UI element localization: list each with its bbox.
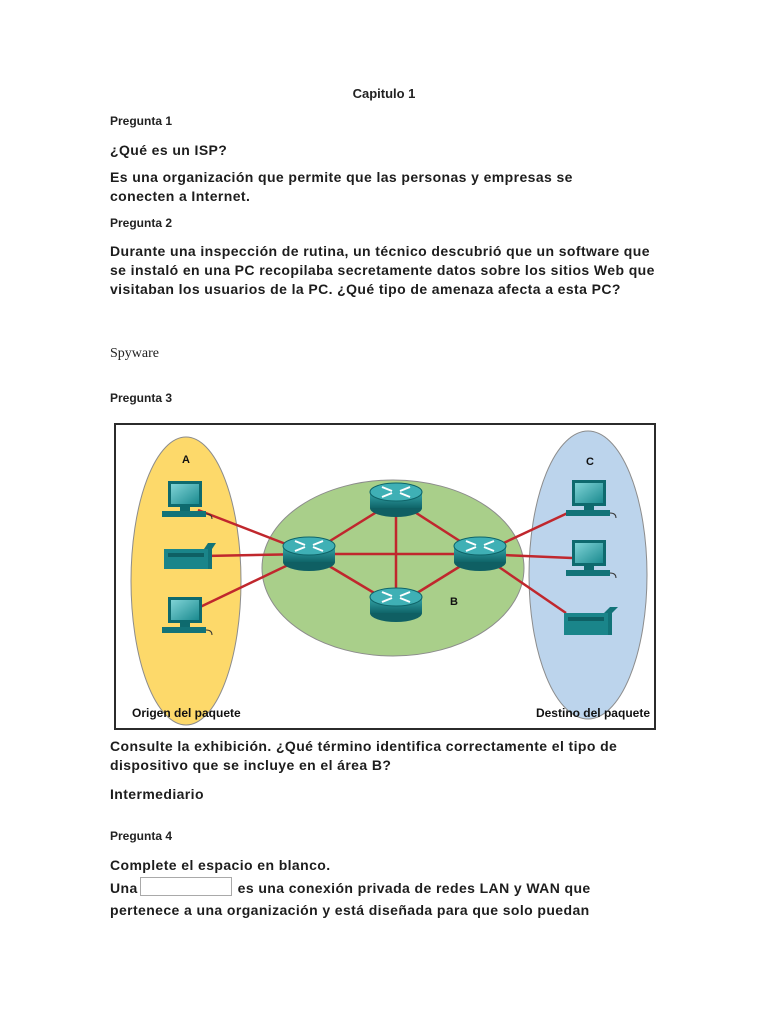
text-before-blank: Una bbox=[110, 880, 138, 896]
caption-origin: Origen del paquete bbox=[132, 706, 241, 720]
question-2-answer: Spyware bbox=[110, 346, 159, 361]
printer-icon bbox=[164, 543, 216, 569]
question-3-answer: Intermediario bbox=[110, 786, 204, 802]
question-3-text: Consulte la exhibición. ¿Qué término ide… bbox=[110, 738, 618, 773]
desktop-computer-icon bbox=[566, 540, 617, 579]
router-icon bbox=[282, 536, 336, 571]
core-zone bbox=[261, 479, 525, 657]
router-icon bbox=[369, 482, 423, 517]
question-1-answer: Es una organización que permite que las … bbox=[110, 169, 573, 204]
network-diagram-figure: A B C Origen del paquete Destino del paq… bbox=[114, 423, 656, 730]
desktop-computer-icon bbox=[162, 597, 213, 636]
question-4-sentence: Una es una conexión privada de redes LAN … bbox=[110, 877, 710, 896]
question-1-label: Pregunta 1 bbox=[110, 114, 173, 128]
caption-destination: Destino del paquete bbox=[536, 706, 650, 720]
question-3-label: Pregunta 3 bbox=[110, 391, 173, 405]
router-icon bbox=[453, 536, 507, 571]
printer-icon bbox=[564, 607, 618, 635]
area-a-label: A bbox=[182, 454, 190, 466]
chapter-title: Capitulo 1 bbox=[352, 86, 416, 101]
question-4-instruction: Complete el espacio en blanco. bbox=[110, 857, 331, 873]
router-icon bbox=[369, 587, 423, 622]
network-diagram: A B C Origen del paquete Destino del paq… bbox=[130, 430, 650, 726]
question-1-text: ¿Qué es un ISP? bbox=[110, 142, 228, 158]
fill-in-blank-input[interactable] bbox=[139, 877, 232, 896]
desktop-computer-icon bbox=[162, 481, 213, 520]
question-2-text: Durante una inspección de rutina, un téc… bbox=[110, 243, 655, 297]
desktop-computer-icon bbox=[566, 480, 617, 519]
question-4-sentence-line2: pertenece a una organización y está dise… bbox=[110, 902, 590, 918]
text-after-blank: es una conexión privada de redes LAN y W… bbox=[237, 880, 591, 896]
area-b-label: B bbox=[450, 596, 458, 608]
question-2-label: Pregunta 2 bbox=[110, 216, 173, 230]
origin-zone bbox=[130, 436, 242, 726]
area-c-label: C bbox=[586, 456, 594, 468]
question-4-label: Pregunta 4 bbox=[110, 829, 173, 843]
